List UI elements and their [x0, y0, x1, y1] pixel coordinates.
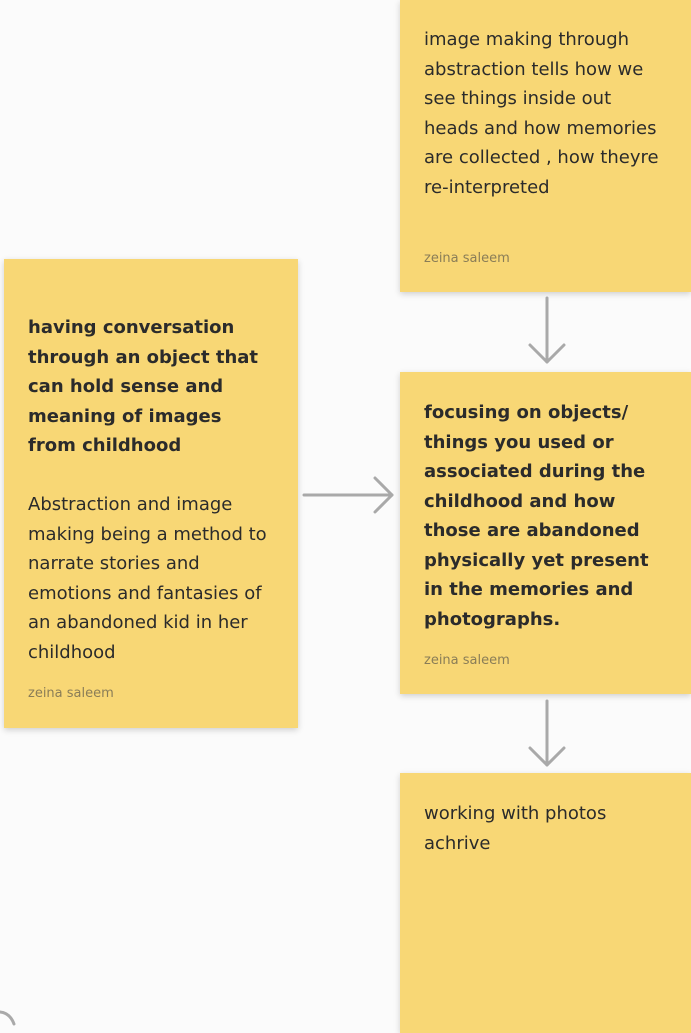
- sticky-note-heading: focusing on objects/ things you used or …: [424, 402, 649, 630]
- sticky-note-objects[interactable]: focusing on objects/ things you used or …: [400, 372, 691, 694]
- connector-curve-icon[interactable]: [0, 1004, 30, 1026]
- sticky-note-text: Abstraction and image making being a met…: [28, 494, 267, 663]
- sticky-note-author: zeina saleem: [424, 251, 510, 266]
- sticky-note-author: zeina saleem: [424, 653, 510, 668]
- sticky-note-author: zeina saleem: [28, 686, 114, 701]
- arrow-down-icon[interactable]: [520, 296, 574, 366]
- arrow-down-icon[interactable]: [520, 699, 574, 769]
- arrow-right-icon[interactable]: [302, 476, 396, 514]
- sticky-note-photo-archive[interactable]: working with photos achrive: [400, 773, 691, 1033]
- sticky-note-text: image making through abstraction tells h…: [424, 29, 659, 198]
- sticky-note-conversation[interactable]: having conversation through an object th…: [4, 259, 298, 728]
- sticky-note-abstraction[interactable]: image making through abstraction tells h…: [400, 0, 691, 292]
- sticky-note-heading: having conversation through an object th…: [28, 317, 259, 456]
- sticky-note-text: working with photos achrive: [424, 803, 607, 854]
